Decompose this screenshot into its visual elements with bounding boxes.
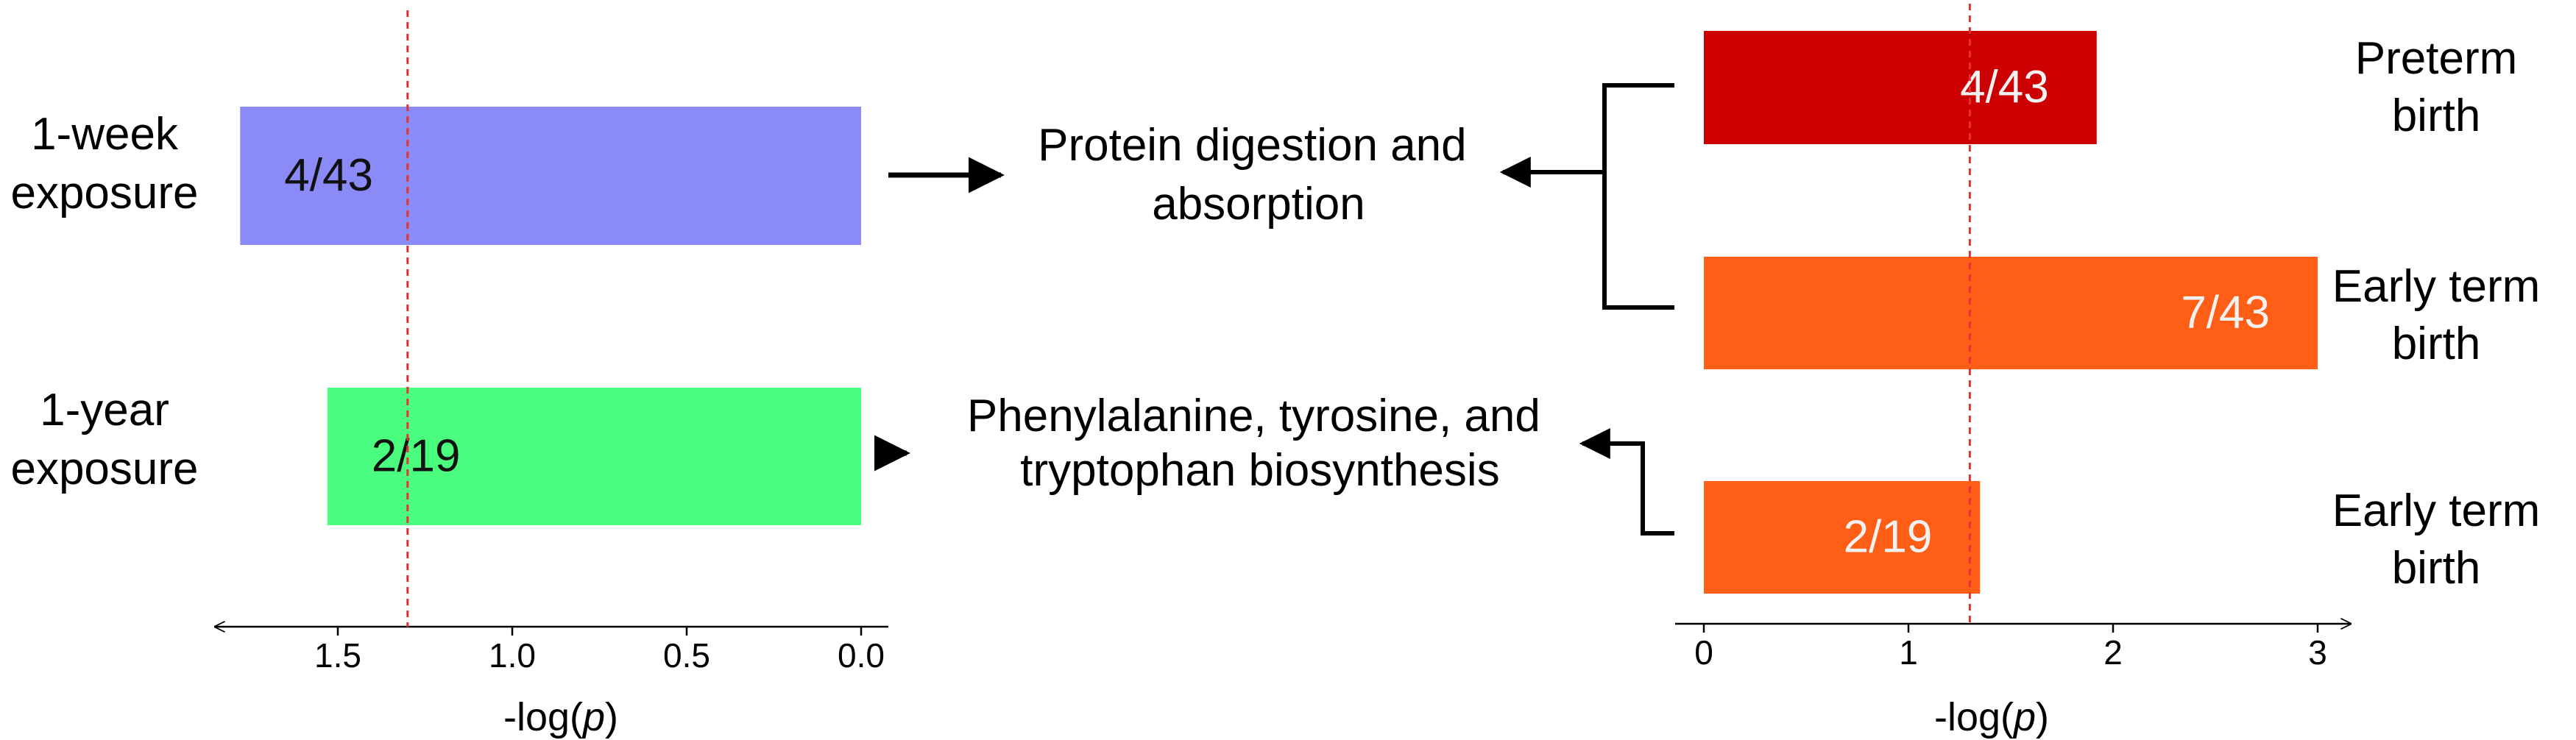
x-tick-label-exposure: 0.0 (838, 636, 885, 675)
elbow-phenylalanine (1579, 428, 1674, 536)
x-tick-label-exposure: 0.5 (663, 636, 710, 675)
x-tick-label-birth: 3 (2308, 633, 2327, 672)
bar-birth-label-3: 2/19 (1844, 512, 1933, 563)
x-tick-label-exposure: 1.5 (314, 636, 361, 675)
x-axis-title-birth: -log(p) (1934, 695, 2049, 739)
bar-exposure-2 (327, 388, 861, 525)
x-tick-label-birth: 1 (1899, 633, 1918, 672)
bar-birth-label-1: 4/43 (1960, 62, 2049, 113)
x-tick-label-birth: 2 (2103, 633, 2123, 672)
bar-birth-label-2: 7/43 (2181, 288, 2270, 338)
pathway-protein-label: Protein digestion and absorption (1038, 120, 1479, 230)
bar-exposure-label-2: 2/19 (372, 431, 461, 482)
bar-birth-2 (1704, 257, 2318, 369)
x-axis-title-exposure: -log(p) (503, 695, 618, 739)
bar-birth-3 (1704, 481, 1981, 594)
x-tick-label-birth: 0 (1694, 633, 1713, 672)
bar-exposure-1 (240, 107, 861, 245)
bar-exposure-label-1: 4/43 (284, 150, 373, 201)
pathway-phenylalanine-label: Phenylalanine, tyrosine, and tryptophan … (967, 391, 1553, 496)
bracket-protein (1602, 83, 1674, 310)
bar-birth-1 (1704, 31, 2097, 144)
x-tick-label-exposure: 1.0 (489, 636, 536, 675)
